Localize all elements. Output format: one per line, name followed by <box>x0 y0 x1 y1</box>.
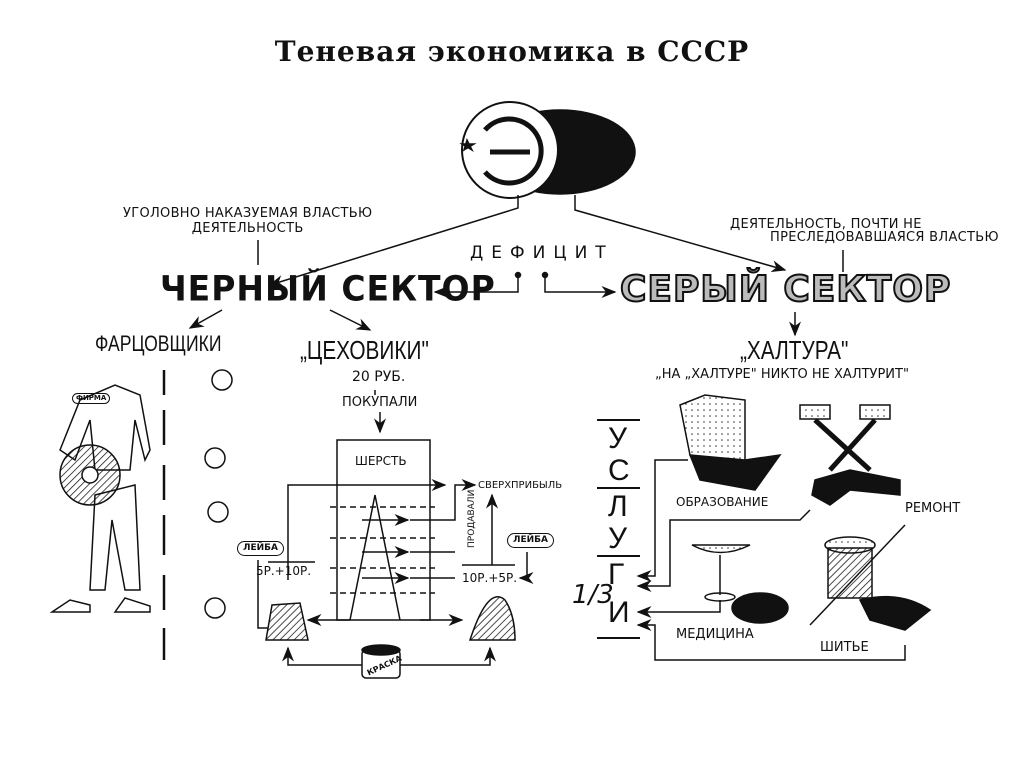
vinyl-record-icon <box>59 444 121 506</box>
left-price: 5Р.+10Р. <box>256 564 312 578</box>
black-sector-note: УГОЛОВНО НАКАЗУЕМАЯ ВЛАСТЬЮ ДЕЯТЕЛЬНОСТЬ <box>123 207 372 235</box>
cut-arrows <box>362 514 410 584</box>
right-price: 10Р.+5Р. <box>462 571 518 585</box>
gray-sector-note: ДЕЯТЕЛЬНОСТЬ, ПОЧТИ НЕ ПРЕСЛЕДОВАВШАЯСЯ … <box>730 218 999 244</box>
deficit-label: ДЕФИЦИТ <box>470 243 614 263</box>
category-education: ОБРАЗОВАНИЕ <box>676 495 769 509</box>
page-title: Теневая экономика в СССР <box>274 35 750 68</box>
sewing-spool-icon <box>809 524 932 631</box>
fraction-label: 1/3 <box>572 580 614 610</box>
services-letter: Г <box>608 558 625 591</box>
category-repair: РЕМОНТ <box>905 501 961 516</box>
khaltura-label: „ХАЛТУРА" <box>740 335 849 365</box>
services-bars <box>597 419 640 639</box>
wool-box <box>336 439 431 621</box>
gray-sector-title: СЕРЫЙ СЕКТОР <box>619 269 952 310</box>
superprofit-label: СВЕРХПРИБЫЛЬ <box>478 480 563 491</box>
services-letter: И <box>608 596 630 629</box>
jacket-icon <box>59 384 151 471</box>
price-label: 20 РУБ. <box>352 369 406 385</box>
tsekhoviki-label: „ЦЕХОВИКИ" <box>300 335 429 365</box>
label-tag-left: ЛЕЙБА <box>237 541 284 556</box>
category-medicine: МЕДИЦИНА <box>676 627 754 642</box>
services-letter: С <box>608 454 630 487</box>
sneakers-icon <box>49 597 151 613</box>
hammers-icon <box>799 404 901 506</box>
book-icon <box>679 394 782 491</box>
khaltura-quote: „НА „ХАЛТУРЕ" НИКТО НЕ ХАЛТУРИТ" <box>655 367 909 382</box>
black-sector-title: ЧЕРНЫЙ СЕКТОР <box>160 268 496 309</box>
dollar-exchange-icon <box>204 369 233 619</box>
ruble-coin-icon <box>459 101 636 199</box>
firma-label: ФИРМА <box>72 393 111 404</box>
note-line: ДЕЯТЕЛЬНОСТЬ <box>191 221 304 236</box>
note-line: ПРЕСЛЕДОВАВШАЯСЯ ВЛАСТЬЮ <box>770 230 999 245</box>
hat-left-icon <box>265 602 309 641</box>
note-line: УГОЛОВНО НАКАЗУЕМАЯ ВЛАСТЬЮ <box>123 206 373 221</box>
bought-label: ПОКУПАЛИ <box>342 395 418 410</box>
services-letter: У <box>608 522 628 555</box>
note-line: ДЕЯТЕЛЬНОСТЬ, ПОЧТИ НЕ <box>730 217 922 232</box>
wool-label: ШЕРСТЬ <box>355 454 407 468</box>
fartsovshchiki-label: ФАРЦОВЩИКИ <box>95 331 222 356</box>
hat-right-icon <box>468 596 516 641</box>
label-tag-right: ЛЕЙБА <box>507 533 554 548</box>
services-letter: Л <box>608 490 628 523</box>
sold-label: ПРОДАВАЛИ <box>467 489 477 548</box>
medicine-icon <box>691 544 789 624</box>
services-letter: У <box>608 422 628 455</box>
category-sewing: ШИТЬЕ <box>820 640 869 655</box>
paint-can-icon <box>361 644 401 679</box>
jeans-icon <box>89 484 141 591</box>
